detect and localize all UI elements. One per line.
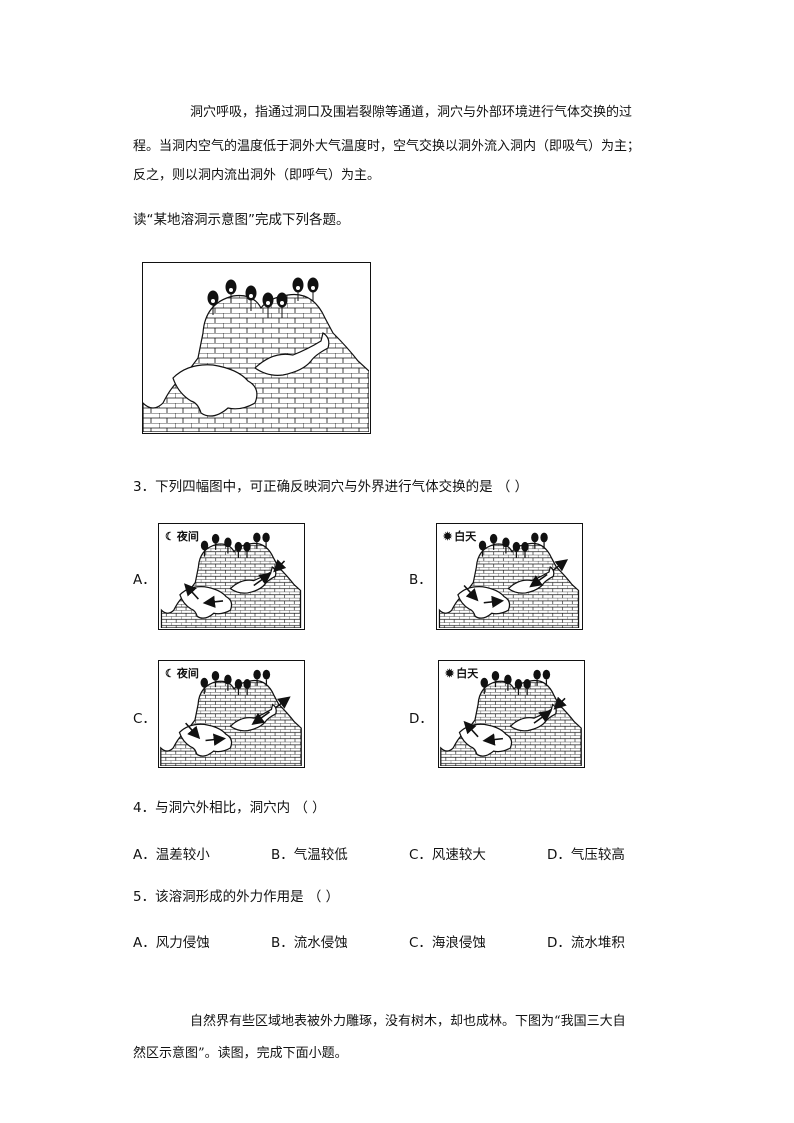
tree-icon xyxy=(253,532,261,543)
hill-shape xyxy=(440,679,582,766)
tree-icon xyxy=(514,679,523,689)
airflow-arrow-icon xyxy=(463,720,479,738)
hill-shape xyxy=(160,542,302,628)
q5-option-a[interactable]: A．风力侵蚀 xyxy=(133,935,210,951)
sun-icon: ✹ xyxy=(445,666,455,680)
airflow-arrow-icon xyxy=(251,711,270,725)
cave-diagram-main xyxy=(142,262,371,434)
passage1-line2: 程。当洞内空气的温度低于洞外大气温度时，空气交换以洞外流入洞内（即吸气）为主； xyxy=(133,139,641,154)
airflow-arrow-icon xyxy=(483,595,505,609)
q3-option-a-label[interactable]: A． xyxy=(133,572,156,588)
tree-icon xyxy=(523,679,531,689)
q3-option-d-figure[interactable]: ✹白天 xyxy=(438,660,585,768)
passage1-line3: 反之，则以洞内流出洞外（即呼气）为主。 xyxy=(133,168,381,183)
tree-icon xyxy=(542,669,551,680)
tree-icon xyxy=(480,677,489,688)
airflow-arrow-icon xyxy=(275,696,291,709)
moon-icon: ☾ xyxy=(165,666,175,680)
q4-option-d[interactable]: D．气压较高 xyxy=(547,847,625,863)
q4-stem: 4．与洞穴外相比，洞穴内 （ ） xyxy=(133,800,326,816)
tree-icon xyxy=(224,537,232,548)
tree-icon xyxy=(211,533,220,544)
tree-icon xyxy=(262,669,271,680)
instruction: 读“某地溶洞示意图”完成下列各题。 xyxy=(133,212,350,228)
day-tag: ✹白天 xyxy=(445,666,479,681)
passage2-line1: 自然界有些区域地表被外力雕琢，没有树木，却也成林。下图为“我国三大自 xyxy=(190,1014,626,1029)
q4-option-b[interactable]: B．气温较低 xyxy=(271,847,348,863)
airflow-arrow-icon xyxy=(205,733,227,746)
q4-option-a[interactable]: A．温差较小 xyxy=(133,847,210,863)
airflow-arrow-icon xyxy=(553,696,567,710)
q3-option-c-figure[interactable]: ☾夜间 xyxy=(158,660,305,768)
airflow-arrow-icon xyxy=(482,733,504,746)
tree-icon xyxy=(234,541,243,552)
tree-icon xyxy=(504,674,512,685)
airflow-arrow-icon xyxy=(463,585,479,602)
q5-option-b[interactable]: B．流水侵蚀 xyxy=(271,935,348,951)
tree-icon xyxy=(521,541,529,552)
tree-icon xyxy=(533,669,541,680)
hill-shape xyxy=(438,542,580,628)
night-tag: ☾夜间 xyxy=(165,666,199,681)
moon-icon: ☾ xyxy=(165,529,175,543)
tree-icon xyxy=(243,679,251,689)
q3-option-b-figure[interactable]: ✹白天 xyxy=(436,523,583,630)
cave-upper xyxy=(229,566,277,594)
tree-icon xyxy=(253,669,261,680)
tree-icon xyxy=(234,679,243,689)
airflow-arrow-icon xyxy=(253,572,272,587)
airflow-arrow-icon xyxy=(273,559,287,573)
airflow-arrow-icon xyxy=(202,595,224,608)
airflow-arrow-icon xyxy=(552,559,569,572)
tree-icon xyxy=(502,537,510,548)
airflow-arrow-icon xyxy=(184,583,199,600)
tree-icon xyxy=(224,674,232,685)
tree-icon xyxy=(491,670,500,681)
tree-icon xyxy=(211,670,220,681)
q3-option-d-label[interactable]: D． xyxy=(409,711,433,727)
hill-shape xyxy=(160,679,302,766)
q3-option-a-figure[interactable]: ☾夜间 xyxy=(158,523,305,630)
cave-upper xyxy=(509,703,557,732)
day-tag: ✹白天 xyxy=(443,529,477,544)
tree-icon xyxy=(200,677,209,688)
passage2-line2: 然区示意图”。读图，完成下面小题。 xyxy=(133,1046,348,1061)
airflow-arrow-icon xyxy=(533,710,553,724)
tree-icon xyxy=(540,532,548,543)
q5-option-d[interactable]: D．流水堆积 xyxy=(547,935,625,951)
airflow-arrow-icon xyxy=(185,722,201,740)
q3-option-c-label[interactable]: C． xyxy=(133,711,156,727)
tree-icon xyxy=(200,540,209,551)
q3-option-b-label[interactable]: B． xyxy=(409,572,432,588)
q3-stem: 3．下列四幅图中，可正确反映洞穴与外界进行气体交换的是 （ ） xyxy=(133,479,529,495)
q4-option-c[interactable]: C．风速较大 xyxy=(409,847,486,863)
night-tag: ☾夜间 xyxy=(165,529,199,544)
q5-option-c[interactable]: C．海浪侵蚀 xyxy=(409,935,486,951)
tree-icon xyxy=(512,541,521,552)
q5-stem: 5．该溶洞形成的外力作用是 （ ） xyxy=(133,889,340,905)
tree-icon xyxy=(243,541,251,552)
passage1-line1: 洞穴呼吸，指通过洞口及围岩裂隙等通道，洞穴与外部环境进行气体交换的过 xyxy=(190,105,633,120)
sun-icon: ✹ xyxy=(443,529,453,543)
tree-icon xyxy=(262,532,270,543)
tree-icon xyxy=(531,532,539,543)
airflow-arrow-icon xyxy=(529,573,548,588)
tree-icon xyxy=(489,533,498,544)
tree-icon xyxy=(478,540,487,551)
